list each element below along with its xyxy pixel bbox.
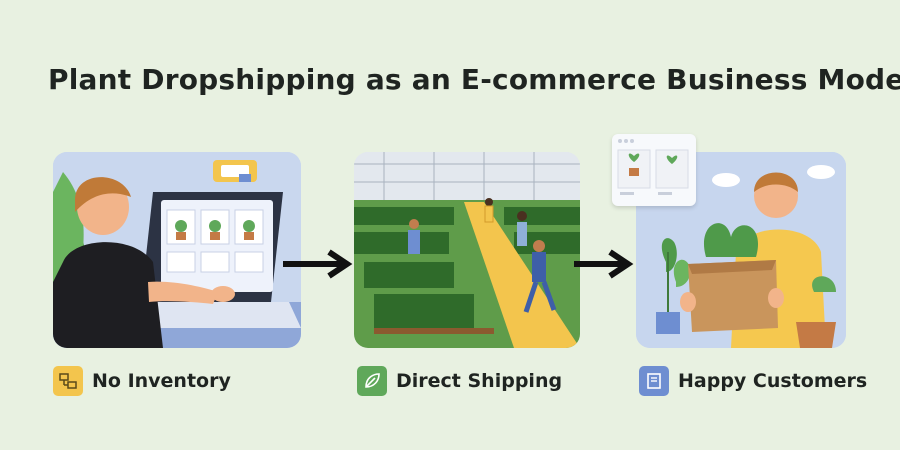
- step-label: Direct Shipping: [396, 370, 563, 392]
- step-label: Happy Customers: [678, 370, 868, 392]
- step-no-inventory: No Inventory: [53, 364, 231, 398]
- step-direct-shipping: Direct Shipping: [357, 364, 562, 398]
- page-title: Plant Dropshipping as an E-commerce Busi…: [48, 63, 900, 96]
- step-happy-customers: Happy Customers: [639, 364, 867, 398]
- inventory-box-icon: [53, 366, 83, 396]
- illustration-greenhouse: [354, 152, 580, 348]
- arrow-right-icon: [574, 249, 634, 279]
- leaf-icon: [357, 366, 387, 396]
- illustration-online-store: [53, 152, 301, 348]
- arrow-right-icon: [283, 249, 353, 279]
- step-label: No Inventory: [92, 370, 231, 392]
- document-icon: [639, 366, 669, 396]
- product-card: [612, 134, 696, 206]
